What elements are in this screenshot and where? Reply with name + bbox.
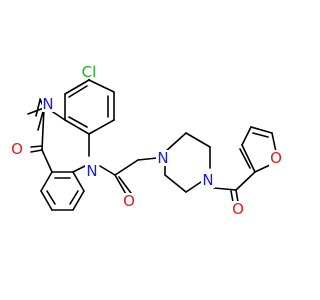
bond — [271, 132, 277, 153]
bond — [30, 149, 43, 153]
bond — [164, 174, 187, 193]
bond — [164, 132, 187, 153]
bond — [64, 79, 90, 95]
chlorine-atom-label: Cl — [82, 63, 97, 81]
bond — [252, 132, 269, 138]
bond — [230, 190, 234, 203]
bond — [35, 99, 41, 117]
bond — [30, 145, 43, 148]
bond — [99, 165, 116, 176]
atom-labels: Cl N O N O N N O O — [11, 63, 284, 218]
bond — [185, 132, 211, 148]
bond — [40, 171, 53, 192]
piperazine-nitrogen-1-atom-label: N — [157, 149, 168, 167]
bond — [88, 79, 115, 93]
bond — [41, 149, 53, 173]
bond — [114, 174, 128, 197]
bond — [239, 148, 251, 169]
lactam-oxygen-atom-label: O — [11, 140, 23, 158]
bond — [72, 171, 85, 192]
bond — [241, 126, 252, 146]
bond — [185, 181, 202, 193]
bond — [68, 116, 88, 128]
bond — [72, 190, 85, 211]
ketone-oxygen-atom-label: O — [232, 200, 244, 218]
bond — [235, 171, 256, 191]
amide-nitrogen-atom-label: N — [86, 162, 97, 180]
molecule-structure-diagram: Cl N O N O N N O O — [11, 63, 284, 218]
bond — [72, 165, 86, 173]
bond — [41, 107, 45, 151]
bond — [69, 190, 79, 205]
bond — [114, 159, 139, 176]
bond — [235, 189, 239, 203]
bond — [88, 119, 115, 135]
bond-set — [27, 71, 277, 211]
bond — [46, 190, 56, 205]
bond — [118, 176, 132, 194]
bond — [213, 187, 237, 191]
bond — [40, 190, 53, 211]
methyl-nitrogen-atom-label: N — [42, 95, 53, 113]
piperazine-nitrogen-2-atom-label: N — [202, 171, 213, 189]
bond — [241, 144, 256, 173]
bond — [27, 107, 45, 115]
bond — [64, 119, 90, 135]
bond — [250, 126, 273, 134]
bond — [137, 157, 158, 161]
bond — [68, 85, 88, 98]
furan-oxygen-atom-label: O — [270, 149, 282, 167]
acyl-oxygen-atom-label: O — [123, 192, 135, 210]
